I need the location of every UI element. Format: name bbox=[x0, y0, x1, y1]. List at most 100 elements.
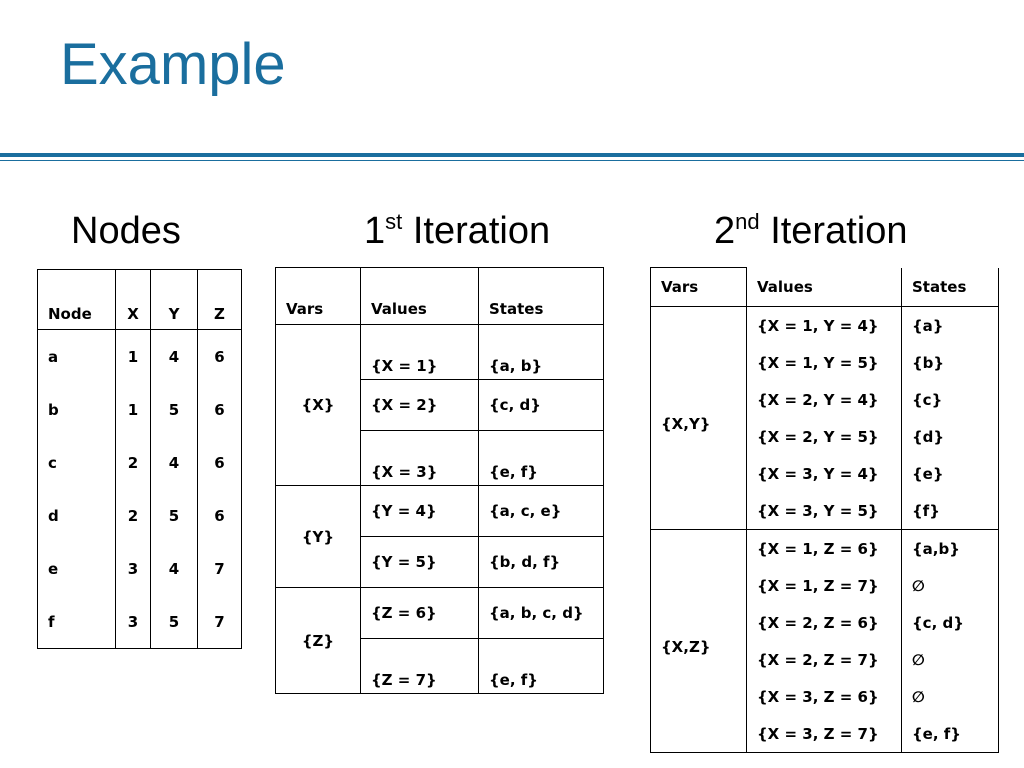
header-cell: States bbox=[478, 267, 604, 325]
table-row: {X = 1, Y = 5} {b} bbox=[651, 344, 999, 381]
table-cell: 5 bbox=[150, 595, 198, 649]
vars-cell: {Y} bbox=[275, 485, 361, 588]
table-row: {X = 2, Y = 5} {d} bbox=[651, 418, 999, 455]
iteration2-word: Iteration bbox=[770, 210, 908, 252]
values-cell: {X = 1, Z = 7} bbox=[746, 567, 902, 604]
table-row: {X = 3, Y = 5} {f} bbox=[651, 492, 999, 530]
table-row: {X = 3, Z = 7} {e, f} bbox=[651, 715, 999, 753]
values-cell: {X = 2} bbox=[360, 379, 479, 431]
table-row: {Z} {Z = 6} {a, b, c, d} bbox=[275, 587, 604, 694]
table-cell: 5 bbox=[150, 489, 198, 542]
vars-cell: {X,Y} bbox=[650, 306, 747, 530]
iteration1-word: Iteration bbox=[412, 210, 551, 252]
iteration2-ordinal: nd bbox=[735, 209, 760, 234]
header-cell: Values bbox=[360, 267, 479, 325]
table-cell: b bbox=[37, 383, 116, 436]
table-cell: 1 bbox=[115, 383, 151, 436]
states-cell: {e, f} bbox=[478, 638, 604, 694]
table-cell: 5 bbox=[150, 383, 198, 436]
values-cell: {X = 2, Y = 4} bbox=[746, 381, 902, 418]
values-cell: {X = 2, Z = 7} bbox=[746, 641, 902, 678]
header-cell: Values bbox=[746, 267, 902, 307]
header-cell: X bbox=[115, 269, 151, 330]
header-cell: Y bbox=[150, 269, 198, 330]
values-cell: {Y = 5} bbox=[360, 536, 479, 588]
states-cell: {b, d, f} bbox=[478, 536, 604, 588]
table-row: b 1 5 6 bbox=[37, 383, 242, 436]
iteration2-heading: 2nd Iteration bbox=[714, 209, 908, 253]
table-row: {X} {X = 1} {a, b} bbox=[275, 324, 604, 486]
table-cell: 6 bbox=[197, 436, 242, 489]
table-cell: 4 bbox=[150, 542, 198, 595]
table-row: {X,Y} {X = 1, Y = 4} {a} bbox=[650, 306, 999, 530]
header-cell: States bbox=[901, 267, 999, 307]
table-cell: 6 bbox=[197, 383, 242, 436]
table-row: e 3 4 7 bbox=[37, 542, 242, 595]
values-cell: {Z = 7} bbox=[360, 638, 479, 694]
vars-cell: {X,Z} bbox=[650, 529, 747, 753]
second-iteration-table: Vars Values States {X,Y} {X = 1, Y = 4} … bbox=[650, 267, 999, 753]
table-cell: 6 bbox=[197, 329, 242, 383]
nodes-heading: Nodes bbox=[71, 210, 181, 252]
states-cell: {a, b, c, d} bbox=[478, 587, 604, 639]
table-row: c 2 4 6 bbox=[37, 436, 242, 489]
states-cell: {a} bbox=[901, 306, 999, 344]
slide-title: Example bbox=[60, 32, 286, 97]
table-cell: 7 bbox=[197, 595, 242, 649]
table-row: {Y = 5} {b, d, f} bbox=[276, 536, 604, 588]
states-cell: {e, f} bbox=[901, 715, 999, 753]
vars-cell: {X} bbox=[275, 324, 361, 486]
states-cell: ∅ bbox=[901, 678, 999, 715]
table-row: {X = 1, Z = 7} ∅ bbox=[651, 567, 999, 604]
states-cell: {e, f} bbox=[478, 430, 604, 486]
table-cell: d bbox=[37, 489, 116, 542]
table-row: {X,Z} {X = 1, Z = 6} {a,b} bbox=[650, 529, 999, 753]
states-cell: ∅ bbox=[901, 641, 999, 678]
table-cell: 4 bbox=[150, 436, 198, 489]
header-cell: Vars bbox=[650, 267, 747, 307]
values-cell: {X = 2, Z = 6} bbox=[746, 604, 902, 641]
states-cell: {f} bbox=[901, 492, 999, 530]
table-cell: a bbox=[37, 329, 116, 383]
table-row: {X = 2, Z = 6} {c, d} bbox=[651, 604, 999, 641]
table-cell: 2 bbox=[115, 489, 151, 542]
table-cell: 4 bbox=[150, 329, 198, 383]
states-cell: {d} bbox=[901, 418, 999, 455]
table-row: {Z = 7} {e, f} bbox=[276, 638, 604, 694]
table-cell: 1 bbox=[115, 329, 151, 383]
table-row: d 2 5 6 bbox=[37, 489, 242, 542]
table-cell: f bbox=[37, 595, 116, 649]
states-cell: {c} bbox=[901, 381, 999, 418]
vars-cell: {Z} bbox=[275, 587, 361, 694]
values-cell: {X = 3, Y = 5} bbox=[746, 492, 902, 530]
states-cell: {a, b} bbox=[478, 324, 604, 380]
table-cell: 3 bbox=[115, 595, 151, 649]
iteration1-number: 1 bbox=[364, 210, 386, 252]
table-header-row: Vars Values States bbox=[275, 267, 604, 325]
table-header-row: Node X Y Z bbox=[37, 269, 242, 330]
values-cell: {X = 1, Y = 4} bbox=[746, 306, 902, 344]
table-cell: 2 bbox=[115, 436, 151, 489]
states-cell: ∅ bbox=[901, 567, 999, 604]
values-cell: {X = 2, Y = 5} bbox=[746, 418, 902, 455]
table-header-row: Vars Values States bbox=[650, 267, 999, 307]
header-cell: Node bbox=[37, 269, 116, 330]
nodes-table: Node X Y Z a 1 4 6 b 1 5 6 c 2 4 6 d 2 5… bbox=[37, 269, 242, 649]
values-cell: {Z = 6} bbox=[360, 587, 479, 639]
states-cell: {a,b} bbox=[901, 529, 999, 567]
states-cell: {b} bbox=[901, 344, 999, 381]
iteration2-number: 2 bbox=[714, 210, 736, 252]
states-cell: {a, c, e} bbox=[478, 485, 604, 537]
first-iteration-table: Vars Values States {X} {X = 1} {a, b} {X… bbox=[275, 267, 604, 694]
states-cell: {e} bbox=[901, 455, 999, 492]
iteration1-heading: 1st Iteration bbox=[364, 209, 550, 253]
values-cell: {X = 1} bbox=[360, 324, 479, 380]
header-cell: Vars bbox=[275, 267, 361, 325]
values-cell: {X = 3} bbox=[360, 430, 479, 486]
title-divider-thin bbox=[0, 160, 1024, 161]
states-cell: {c, d} bbox=[901, 604, 999, 641]
header-cell: Z bbox=[197, 269, 242, 330]
table-row: f 3 5 7 bbox=[37, 595, 242, 649]
values-cell: {X = 3, Z = 7} bbox=[746, 715, 902, 753]
table-cell: 7 bbox=[197, 542, 242, 595]
